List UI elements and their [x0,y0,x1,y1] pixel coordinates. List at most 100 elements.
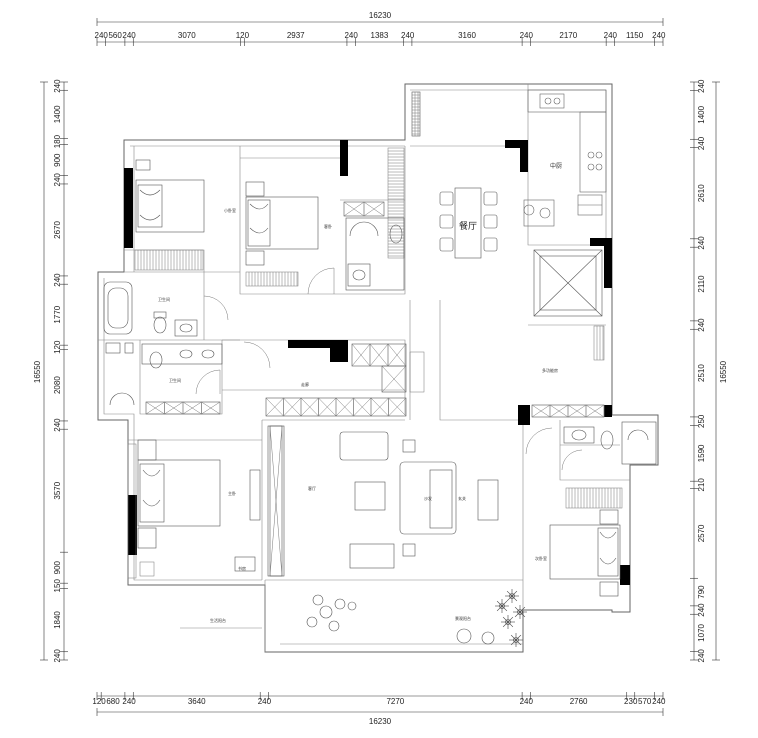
dimension-label: 790 [697,585,706,599]
dimension-label: 1070 [697,623,706,641]
structural-columns [124,140,630,585]
dimension-label: 900 [53,153,62,167]
dimension-label: 240 [53,173,62,187]
dimension-label: 240 [95,31,109,40]
dimension-label: 2510 [697,364,706,382]
dining-label: 餐厅 [459,220,477,231]
bedroom-n-furniture [245,181,319,266]
plant-icon [509,633,523,647]
sofa-label: 沙发 [424,495,432,501]
dimension-label: 3160 [458,31,476,40]
master-bedroom-label: 主卧 [228,490,236,496]
dimension-label: 2937 [287,31,305,40]
dimension-label: 2610 [697,184,706,202]
dimension-label: 1383 [371,31,389,40]
bedroom-nw-label: 小卧室 [224,207,236,213]
dimension-label: 1150 [626,31,644,40]
study-desk-label: 书房 [238,565,246,571]
dimension-label: 2670 [53,220,62,238]
bathroom-w2-label: 卫生间 [169,377,181,383]
dimension-label: 2110 [697,275,706,293]
dimension-label: 1400 [53,105,62,123]
dimension-label: 240 [122,697,136,706]
dimension-label: 240 [652,31,666,40]
dimension-label: 2080 [53,376,62,394]
dimension-label: 3070 [178,31,196,40]
top-total-dimension: 16230 [369,11,392,20]
dimension-label: 570 [638,697,652,706]
dimension-label: 240 [401,31,415,40]
dimension-label: 240 [697,136,706,150]
dimension-label: 240 [697,79,706,93]
dimension-label: 680 [106,697,120,706]
walls [97,83,659,653]
dimension-label: 120 [236,31,250,40]
bathroom-se-fixtures [563,421,657,465]
dimension-label: 240 [258,697,272,706]
kitchen [523,89,607,227]
dining-table [439,187,498,259]
dimension-label: 1400 [697,105,706,123]
dimension-label: 2570 [697,524,706,542]
bathroom-w-fixtures [103,281,223,406]
right-total-dimension: 16550 [719,360,728,383]
living-room-label: 客厅 [308,485,316,491]
bottom-total-dimension: 16230 [369,717,392,726]
entrance-label: 玄关 [458,495,466,501]
bathroom-w-label: 卫生间 [158,296,170,302]
dimension-label: 560 [108,31,122,40]
dimension-label: 240 [697,603,706,617]
balcony-w-label: 生活阳台 [210,617,226,623]
kitchen-label: 中厨 [550,162,562,170]
dimension-label: 120 [92,697,106,706]
dimension-label: 3640 [188,697,206,706]
dimension-label: 240 [520,31,534,40]
bedroom-se-furniture [549,509,621,597]
dimension-label: 240 [344,31,358,40]
dimension-label: 240 [53,649,62,663]
dimension-label: 240 [53,273,62,287]
dimension-label: 240 [53,79,62,93]
dimension-label: 240 [697,236,706,250]
dimension-label: 240 [697,318,706,332]
dimension-label: 7270 [386,697,404,706]
balcony-furniture [306,594,495,645]
dimension-lines [40,18,720,716]
dimension-label: 250 [697,414,706,428]
bedroom-nw-furniture [135,159,205,233]
plant-icon [513,605,527,619]
dimension-label: 240 [520,697,534,706]
dimension-label: 240 [697,649,706,663]
dimension-label: 210 [697,478,706,492]
dimension-label: 1590 [697,444,706,462]
windows-and-cabinets [127,91,623,579]
plant-icon [501,615,515,629]
elevator-shaft [533,249,603,317]
bedroom-n-label: 客卧 [324,223,332,229]
dimension-label: 2170 [559,31,577,40]
dimension-label: 240 [652,697,666,706]
plant-icon [495,599,509,613]
plant-icon [505,589,519,603]
bedroom-se-label: 次卧室 [535,555,547,561]
dimension-label: 1840 [53,611,62,629]
dimension-label: 1770 [53,305,62,323]
dimension-label: 3570 [53,481,62,499]
dimension-label: 240 [122,31,136,40]
dimension-label: 240 [53,418,62,432]
dimension-label: 120 [53,340,62,354]
left-total-dimension: 16550 [33,360,42,383]
door-swings [195,267,583,471]
dimension-label: 240 [604,31,618,40]
corridor-label: 走廊 [301,381,309,387]
bathroom-mid-fixtures [345,217,405,291]
dimension-label: 900 [53,560,62,574]
multi-room-label: 多功能房 [542,367,558,373]
dimension-label: 180 [53,134,62,148]
living-room-furniture [249,425,499,577]
dimension-label: 230 [624,697,638,706]
dimension-label: 2760 [570,697,588,706]
dimension-label: 150 [53,579,62,593]
